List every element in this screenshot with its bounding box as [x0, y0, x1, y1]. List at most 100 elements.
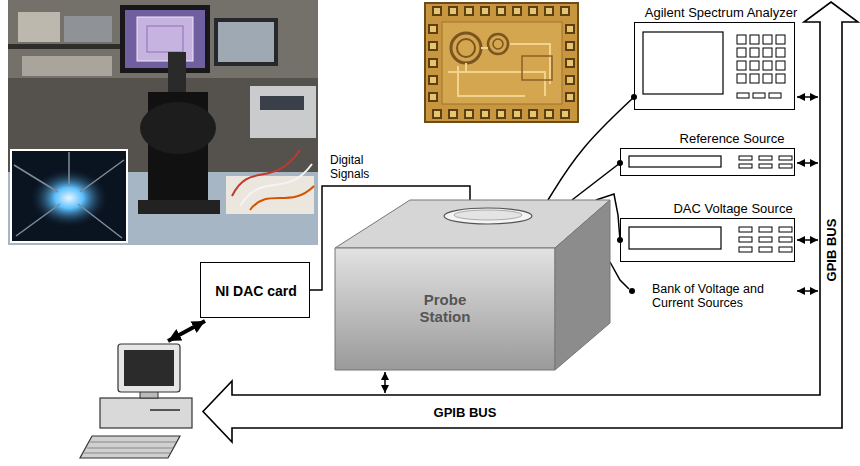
instrument-box-drawing	[779, 237, 792, 242]
computer-icon	[84, 442, 176, 453]
lab-photo	[250, 186, 314, 210]
lab-photo	[214, 18, 278, 66]
lab-photo	[8, 44, 120, 49]
text-holder: Probe Station	[410, 291, 480, 326]
text-holder: GPIB BUS	[822, 219, 840, 282]
chip-micrograph	[496, 109, 506, 119]
lab-photo	[8, 0, 318, 245]
chip-micrograph	[565, 24, 575, 34]
chip-micrograph	[512, 6, 522, 16]
chip-micrograph	[457, 39, 475, 57]
lab-photo	[11, 150, 127, 242]
instrument-box-drawing	[750, 48, 759, 57]
instrument-name: Reference Source	[680, 132, 785, 147]
chip-micrograph	[544, 6, 554, 16]
chip-micrograph	[428, 41, 438, 51]
instrument-box-drawing	[739, 156, 752, 160]
lab-photo	[18, 12, 60, 42]
lab-photo	[260, 96, 304, 110]
instrument-box-drawing	[750, 35, 759, 44]
lab-photo	[8, 0, 318, 78]
bus-arrow: GPIB BUS GPIB BUS	[203, 0, 860, 446]
lab-photo	[218, 22, 274, 62]
computer-icon	[80, 344, 192, 458]
chip-micrograph	[565, 92, 575, 102]
instrument-box-drawing	[776, 61, 785, 70]
text-holder: Digital Signals	[330, 154, 385, 182]
instrument-box-drawing	[635, 23, 796, 111]
instrument-box: Reference Source	[620, 148, 795, 176]
bus-arrow-drawing	[203, 2, 858, 442]
instrument-box-drawing	[763, 61, 772, 70]
computer-icon	[150, 409, 180, 411]
chip-micrograph	[560, 6, 570, 16]
link-arrow	[168, 321, 205, 341]
instrument-box-drawing	[739, 237, 752, 242]
bank-wiring	[610, 262, 629, 289]
computer-icon	[124, 350, 174, 386]
instrument-box-drawing	[629, 156, 721, 167]
signal-label: Digital Signals	[330, 154, 385, 182]
connectors	[310, 97, 818, 393]
bus-name: GPIB BUS	[434, 406, 497, 421]
process-box: NI DAC card	[200, 262, 310, 318]
text-holder: Reference Source	[680, 129, 785, 147]
probe-station-box-drawing	[335, 200, 610, 370]
probe-station-box-drawing	[555, 200, 610, 370]
instrument-box-drawing	[750, 74, 759, 83]
lab-photo	[138, 200, 220, 214]
instrument-box-drawing	[739, 247, 752, 252]
chip-micrograph	[451, 33, 481, 63]
chip-micrograph	[432, 109, 442, 119]
chip-micrograph	[480, 6, 490, 16]
bus-link-arrow	[797, 162, 818, 164]
lab-photo	[125, 10, 205, 68]
instrument-box-drawing	[769, 93, 781, 98]
instrument-box-drawing	[763, 48, 772, 57]
probe-station-box-drawing	[454, 210, 522, 220]
bus-link-arrow	[797, 239, 818, 241]
station-name: Probe Station	[410, 291, 480, 326]
instrument-box-drawing	[759, 247, 772, 252]
instrument-box-drawing	[759, 164, 772, 168]
chip-micrograph	[448, 109, 458, 119]
chip-micrograph	[428, 92, 438, 102]
chip-micrograph	[488, 34, 508, 54]
chip-micrograph	[565, 75, 575, 85]
chip-micrograph	[464, 6, 474, 16]
lab-photo	[232, 150, 300, 196]
lab-photo	[226, 176, 314, 214]
chip-micrograph	[428, 24, 438, 34]
chip-micrograph	[448, 44, 550, 96]
chip-micrograph	[432, 6, 442, 16]
bus-name: GPIB BUS	[825, 219, 840, 282]
lab-photo	[140, 102, 216, 154]
chip-micrograph	[448, 6, 458, 16]
instrument-box-drawing	[643, 32, 723, 94]
chip-micrograph	[565, 58, 575, 68]
instrument-box-drawing	[737, 93, 749, 98]
lab-photo	[147, 26, 183, 52]
lab-photo	[240, 164, 312, 206]
instrument-box-drawing	[739, 227, 752, 232]
instrument-box-drawing	[753, 93, 765, 98]
text-holder: NI DAC card	[215, 282, 297, 300]
bank-wiring	[629, 288, 635, 294]
bank-wiring	[797, 290, 818, 292]
chip-micrograph	[480, 109, 490, 119]
instrument-box-drawing	[776, 35, 785, 44]
instrument-box-drawing	[750, 61, 759, 70]
instrument-box-drawing	[737, 74, 746, 83]
text-holder: Bank of Voltage and Current Sources	[652, 282, 792, 311]
text-holder: GPIB BUS	[434, 403, 497, 421]
computer-icon	[118, 344, 180, 392]
instrument-box-drawing	[779, 227, 792, 232]
lab-photo	[64, 16, 112, 42]
bus-arrow-drawing	[203, 0, 860, 446]
lab-photo	[22, 56, 112, 76]
chip-micrograph	[528, 109, 538, 119]
chip-micrograph	[565, 41, 575, 51]
instrument-box-drawing	[737, 48, 746, 57]
